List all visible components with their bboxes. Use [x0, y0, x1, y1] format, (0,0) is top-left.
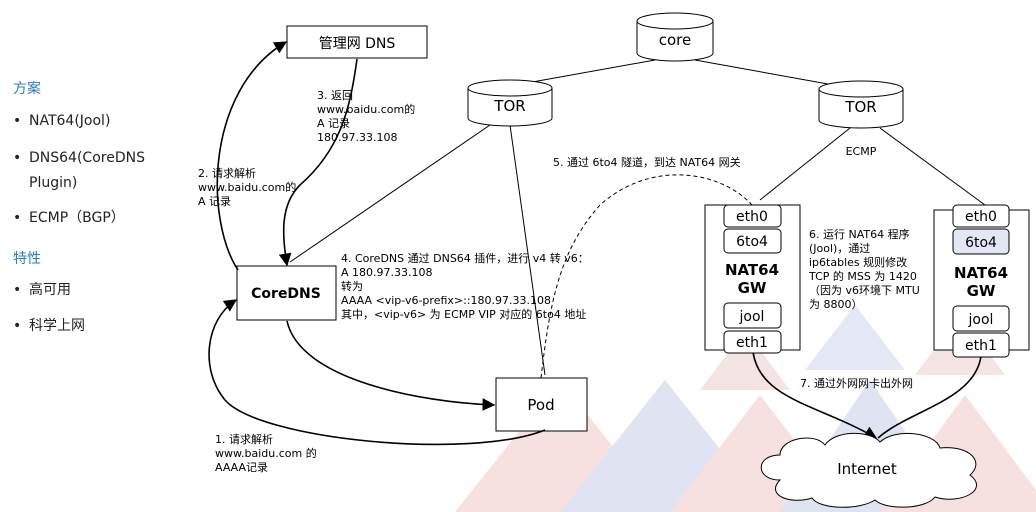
- core-label: core: [659, 31, 692, 49]
- step1-text: 1. 请求解析 www.baidu.com 的 AAAA记录: [215, 432, 320, 474]
- nat64-gw-2: eth0 6to4 NAT64 GW jool eth1: [933, 204, 1030, 358]
- gw2-eth1: eth1: [965, 338, 997, 354]
- mgmt-dns-label: 管理网 DNS: [319, 36, 396, 52]
- core-switch: core: [636, 12, 714, 62]
- coredns-label: CoreDNS: [251, 286, 321, 302]
- step7-text: 7. 通过外网网卡出外网: [800, 376, 913, 390]
- gw1-jool: jool: [739, 309, 765, 325]
- pod-label: Pod: [527, 396, 554, 414]
- list-item: •科学上网: [13, 318, 85, 334]
- pod-node: Pod: [495, 377, 588, 432]
- gw1-title-nat64: NAT64: [725, 261, 779, 279]
- step3-text: 3. 返回 www.baidu.com的 A 记录 180.97.33.108: [317, 89, 419, 144]
- gw1-6to4: 6to4: [736, 234, 768, 250]
- gw2-eth0: eth0: [965, 209, 997, 225]
- sidebar: 方案 •NAT64(Jool) •DNS64(CoreDNS Plugin) •…: [0, 0, 200, 512]
- list-item-continued: Plugin): [29, 175, 78, 191]
- ecmp-label: ECMP: [846, 145, 877, 158]
- flow-arrows: [208, 41, 982, 446]
- gw2-title-nat64: NAT64: [954, 264, 1008, 282]
- internet-cloud: Internet: [760, 432, 977, 508]
- nat64-gw-1: eth0 6to4 NAT64 GW jool eth1: [704, 204, 801, 354]
- internet-label: Internet: [837, 460, 897, 478]
- gw2-title-gw: GW: [967, 282, 996, 300]
- gw1-eth1: eth1: [736, 335, 768, 351]
- topology-links: [289, 59, 986, 376]
- list-item: •高可用: [13, 282, 71, 298]
- tor-right-label: TOR: [844, 98, 876, 116]
- step5-text: 5. 通过 6to4 隧道，到达 NAT64 网关: [553, 155, 741, 169]
- gw1-title-gw: GW: [738, 279, 767, 297]
- tor-left: TOR: [467, 79, 553, 127]
- step2-text: 2. 请求解析 www.baidu.com的 A 记录: [198, 166, 300, 208]
- list-item: •ECMP（BGP）: [13, 210, 125, 226]
- section-title-plan: 方案: [13, 81, 41, 97]
- section-title-features: 特性: [13, 251, 41, 267]
- gw1-eth0: eth0: [736, 209, 768, 225]
- step6-text: 6. 运行 NAT64 程序 (Jool)，通过 ip6tables 规则修改 …: [808, 227, 923, 311]
- mgmt-dns-node: 管理网 DNS: [286, 25, 428, 59]
- gw2-6to4: 6to4: [965, 235, 997, 251]
- coredns-node: CoreDNS: [236, 265, 337, 321]
- gw2-jool: jool: [968, 312, 994, 328]
- annotations: 3. 返回 www.baidu.com的 A 记录 180.97.33.108 …: [198, 89, 923, 474]
- list-item: •NAT64(Jool): [13, 113, 111, 129]
- 6to4-tunnel-path: [540, 174, 753, 379]
- tor-right: TOR: [818, 80, 904, 129]
- list-item: •DNS64(CoreDNS: [13, 150, 145, 166]
- step4-text: 4. CoreDNS 通过 DNS64 插件，进行 v4 转 v6： A 180…: [341, 251, 592, 321]
- tor-left-label: TOR: [493, 97, 525, 115]
